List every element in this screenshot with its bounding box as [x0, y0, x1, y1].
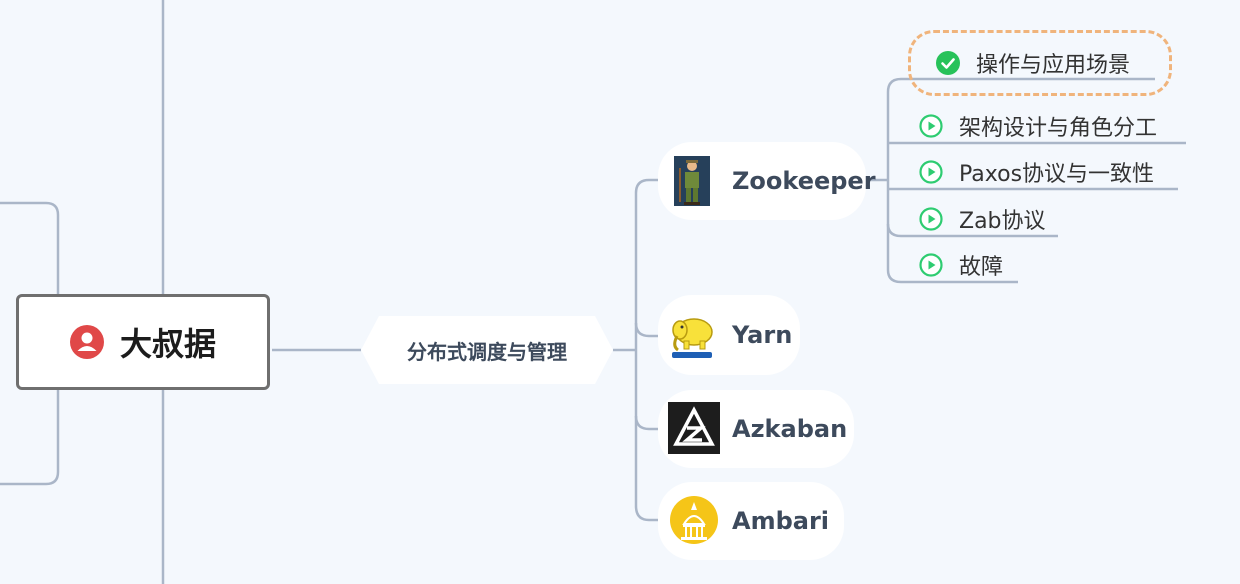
user-icon	[69, 325, 104, 359]
selection-highlight	[908, 30, 1172, 96]
ambari-logo	[668, 494, 718, 548]
left-connector-lower	[0, 390, 60, 486]
topic-label: 故障	[959, 255, 1004, 280]
zookeeper-logo	[668, 154, 716, 208]
branch-to-ambari	[634, 505, 668, 522]
root-node[interactable]: 大叔据	[16, 294, 270, 390]
topic-label: 操作与应用场景	[976, 53, 1131, 78]
tool-node-ambari[interactable]: Ambari	[658, 482, 844, 560]
branch-node-distributed-scheduling[interactable]: 分布式调度与管理	[361, 316, 613, 384]
play-circle-icon	[919, 114, 943, 138]
play-circle-icon	[919, 160, 943, 184]
topic-connector-1	[886, 77, 1155, 180]
play-circle-icon	[919, 253, 943, 277]
topic-operations-and-scenarios[interactable]: 操作与应用场景	[936, 45, 1130, 81]
tool-label: Zookeeper	[732, 167, 876, 195]
hadoop-elephant-logo	[668, 308, 716, 362]
topic-label: 架构设计与角色分工	[959, 116, 1158, 141]
root-label: 大叔据	[119, 325, 216, 363]
branch-to-zookeeper	[634, 178, 668, 194]
branch-label: 分布式调度与管理	[407, 339, 567, 364]
check-circle-icon	[936, 51, 960, 75]
topic-connector-5	[886, 224, 1018, 284]
left-connector-upper	[0, 201, 60, 294]
tool-label: Yarn	[732, 321, 793, 349]
topic-architecture-and-roles[interactable]: 架构设计与角色分工	[919, 108, 1157, 144]
tool-node-azkaban[interactable]: Azkaban	[658, 390, 854, 468]
tool-node-yarn[interactable]: Yarn	[658, 295, 800, 375]
topic-label: Zab协议	[959, 209, 1046, 234]
tool-label: Ambari	[732, 507, 830, 535]
topic-zab-protocol[interactable]: Zab协议	[919, 201, 1046, 237]
topic-paxos-consistency[interactable]: Paxos协议与一致性	[919, 154, 1154, 190]
azkaban-logo	[668, 402, 720, 456]
hexagon-shape	[361, 316, 613, 384]
branch-to-yarn	[634, 322, 668, 338]
branch-to-azkaban	[634, 415, 668, 431]
tool-label: Azkaban	[732, 415, 848, 443]
topic-label: Paxos协议与一致性	[959, 162, 1155, 187]
tool-node-zookeeper[interactable]: Zookeeper	[658, 142, 876, 220]
topic-failure[interactable]: 故障	[919, 247, 1003, 283]
play-circle-icon	[919, 207, 943, 231]
